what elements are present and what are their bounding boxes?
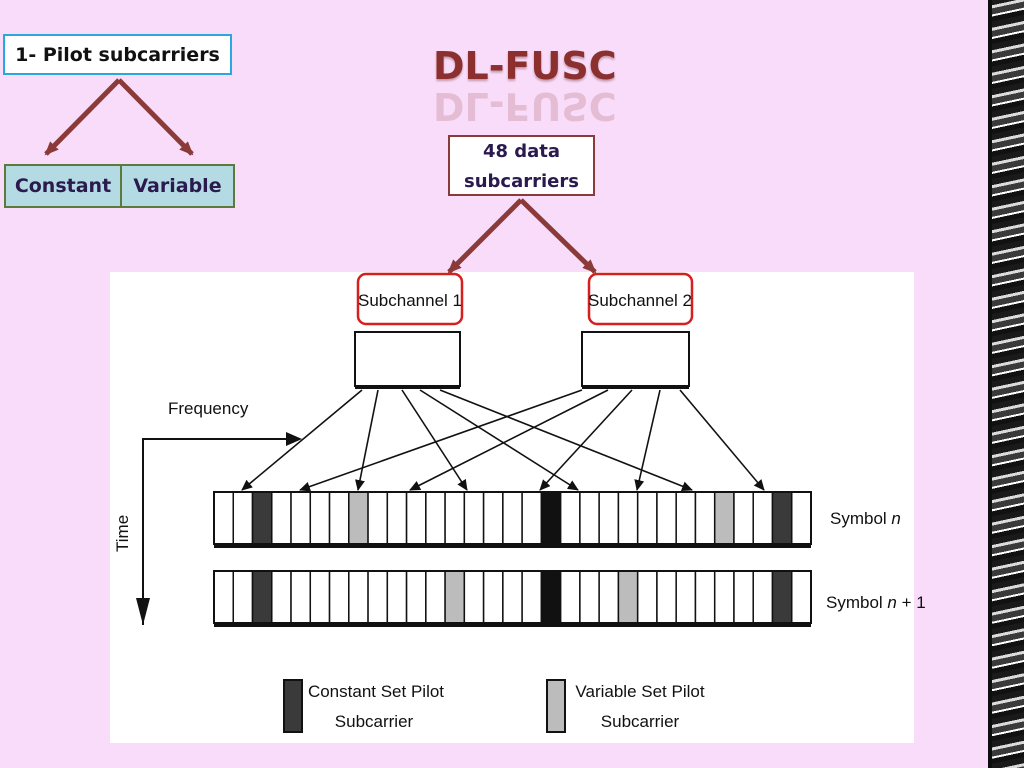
variable-pilot-subcarrier bbox=[348, 491, 369, 545]
subchannel-1-block bbox=[354, 331, 461, 387]
data-subcarrier bbox=[367, 570, 389, 624]
data-subcarrier bbox=[752, 491, 774, 545]
pilot-type-variable: Variable bbox=[133, 175, 222, 197]
data-subcarrier bbox=[309, 491, 331, 545]
data-subcarrier bbox=[656, 491, 677, 545]
constant-pilot-subcarrier bbox=[251, 570, 273, 624]
data-subcarrier bbox=[232, 570, 254, 624]
frequency-arrowhead bbox=[286, 432, 302, 446]
data-subcarrier bbox=[405, 570, 427, 624]
data-subcarrier bbox=[425, 491, 446, 545]
data-subcarrier bbox=[559, 570, 581, 624]
data-subcarrier bbox=[790, 491, 812, 545]
data-subcarrier bbox=[656, 570, 677, 624]
frequency-label: Frequency bbox=[168, 399, 249, 418]
side-strip-edge bbox=[988, 0, 992, 768]
subchannel-1-label: Subchannel 1 bbox=[358, 291, 462, 310]
data-subcarriers-box: 48 data subcarriers bbox=[448, 135, 595, 196]
constant-pilot-subcarrier bbox=[251, 491, 273, 545]
data-subcarrier bbox=[694, 570, 716, 624]
dc-subcarrier bbox=[540, 570, 562, 624]
data-subcarrier bbox=[328, 570, 350, 624]
data-subcarrier bbox=[232, 491, 254, 545]
data-subcarrier bbox=[521, 570, 543, 624]
data-subcarrier bbox=[348, 570, 369, 624]
data-subcarrier bbox=[521, 491, 543, 545]
data-subcarrier bbox=[309, 570, 331, 624]
legend-variable-line2: Subcarrier bbox=[601, 712, 680, 731]
data-subcarrier bbox=[617, 491, 639, 545]
data-subcarrier bbox=[463, 491, 485, 545]
time-arrowhead bbox=[136, 598, 150, 625]
data-subcarrier bbox=[290, 570, 312, 624]
data-subcarrier bbox=[733, 491, 754, 545]
data-subcarrier bbox=[752, 570, 774, 624]
symbol-n-plus-1-label: Symbol n + 1 bbox=[826, 593, 926, 612]
data-subcarrier bbox=[579, 570, 600, 624]
data-subcarrier bbox=[502, 570, 523, 624]
data-subcarrier bbox=[636, 491, 658, 545]
legend-variable-line1: Variable Set Pilot bbox=[575, 682, 704, 701]
pilot-type-constant: Constant bbox=[6, 166, 122, 206]
data-box-line1: 48 data bbox=[482, 141, 561, 162]
data-subcarrier bbox=[271, 570, 292, 624]
variable-pilot-subcarrier bbox=[444, 570, 466, 624]
data-subcarrier bbox=[482, 491, 504, 545]
subchannel-2-block bbox=[581, 331, 690, 387]
data-subcarrier bbox=[598, 491, 620, 545]
data-subcarrier bbox=[463, 570, 485, 624]
data-subcarrier bbox=[290, 491, 312, 545]
pilot-subcarriers-box: 1- Pilot subcarriers bbox=[3, 34, 232, 75]
dc-subcarrier bbox=[540, 491, 562, 545]
data-subcarrier bbox=[694, 491, 716, 545]
data-subcarrier bbox=[579, 491, 600, 545]
constant-pilot-subcarrier bbox=[771, 491, 793, 545]
data-subcarrier bbox=[386, 570, 408, 624]
data-subcarrier bbox=[425, 570, 446, 624]
data-subcarrier bbox=[675, 570, 697, 624]
variable-pilot-subcarrier bbox=[713, 491, 735, 545]
data-subcarrier bbox=[733, 570, 754, 624]
data-subcarrier bbox=[386, 491, 408, 545]
data-subcarrier bbox=[713, 570, 735, 624]
data-subcarrier bbox=[502, 491, 523, 545]
decorative-side-strip bbox=[988, 0, 1024, 768]
data-subcarrier bbox=[790, 570, 812, 624]
data-subcarrier bbox=[367, 491, 389, 545]
data-subcarrier bbox=[598, 570, 620, 624]
data-subcarrier bbox=[559, 491, 581, 545]
pilot-tree-arrows bbox=[44, 78, 194, 156]
legend-constant-line1: Constant Set Pilot bbox=[308, 682, 444, 701]
constant-pilot-subcarrier bbox=[771, 570, 793, 624]
symbol-n-label: Symbol n bbox=[830, 509, 901, 528]
pilot-types-box: Constant Variable bbox=[4, 164, 235, 208]
data-subcarrier bbox=[328, 491, 350, 545]
symbol-row-n bbox=[213, 491, 812, 548]
data-subcarrier bbox=[213, 491, 235, 545]
legend-constant-line2: Subcarrier bbox=[335, 712, 414, 731]
data-subcarrier bbox=[444, 491, 466, 545]
data-subcarrier bbox=[405, 491, 427, 545]
variable-pilot-subcarrier bbox=[617, 570, 639, 624]
data-box-line2: subcarriers bbox=[464, 171, 579, 192]
slide-title: DL-FUSC bbox=[433, 44, 617, 88]
data-subcarrier bbox=[482, 570, 504, 624]
data-subcarrier bbox=[213, 570, 235, 624]
subchannel-1-label-box bbox=[356, 272, 464, 326]
data-subcarrier bbox=[675, 491, 697, 545]
legend-variable-swatch bbox=[546, 679, 566, 733]
mapping-arrows bbox=[241, 389, 765, 492]
subchannel-2-label-box bbox=[587, 272, 694, 326]
subchannel-2-label: Subchannel 2 bbox=[588, 291, 692, 310]
axes-lines bbox=[142, 438, 298, 625]
data-subcarrier bbox=[636, 570, 658, 624]
time-label: Time bbox=[113, 515, 132, 552]
legend-constant-swatch bbox=[283, 679, 303, 733]
data-subcarrier bbox=[271, 491, 292, 545]
data-tree-arrows bbox=[447, 198, 597, 274]
symbol-row-n-plus-1 bbox=[213, 570, 812, 627]
